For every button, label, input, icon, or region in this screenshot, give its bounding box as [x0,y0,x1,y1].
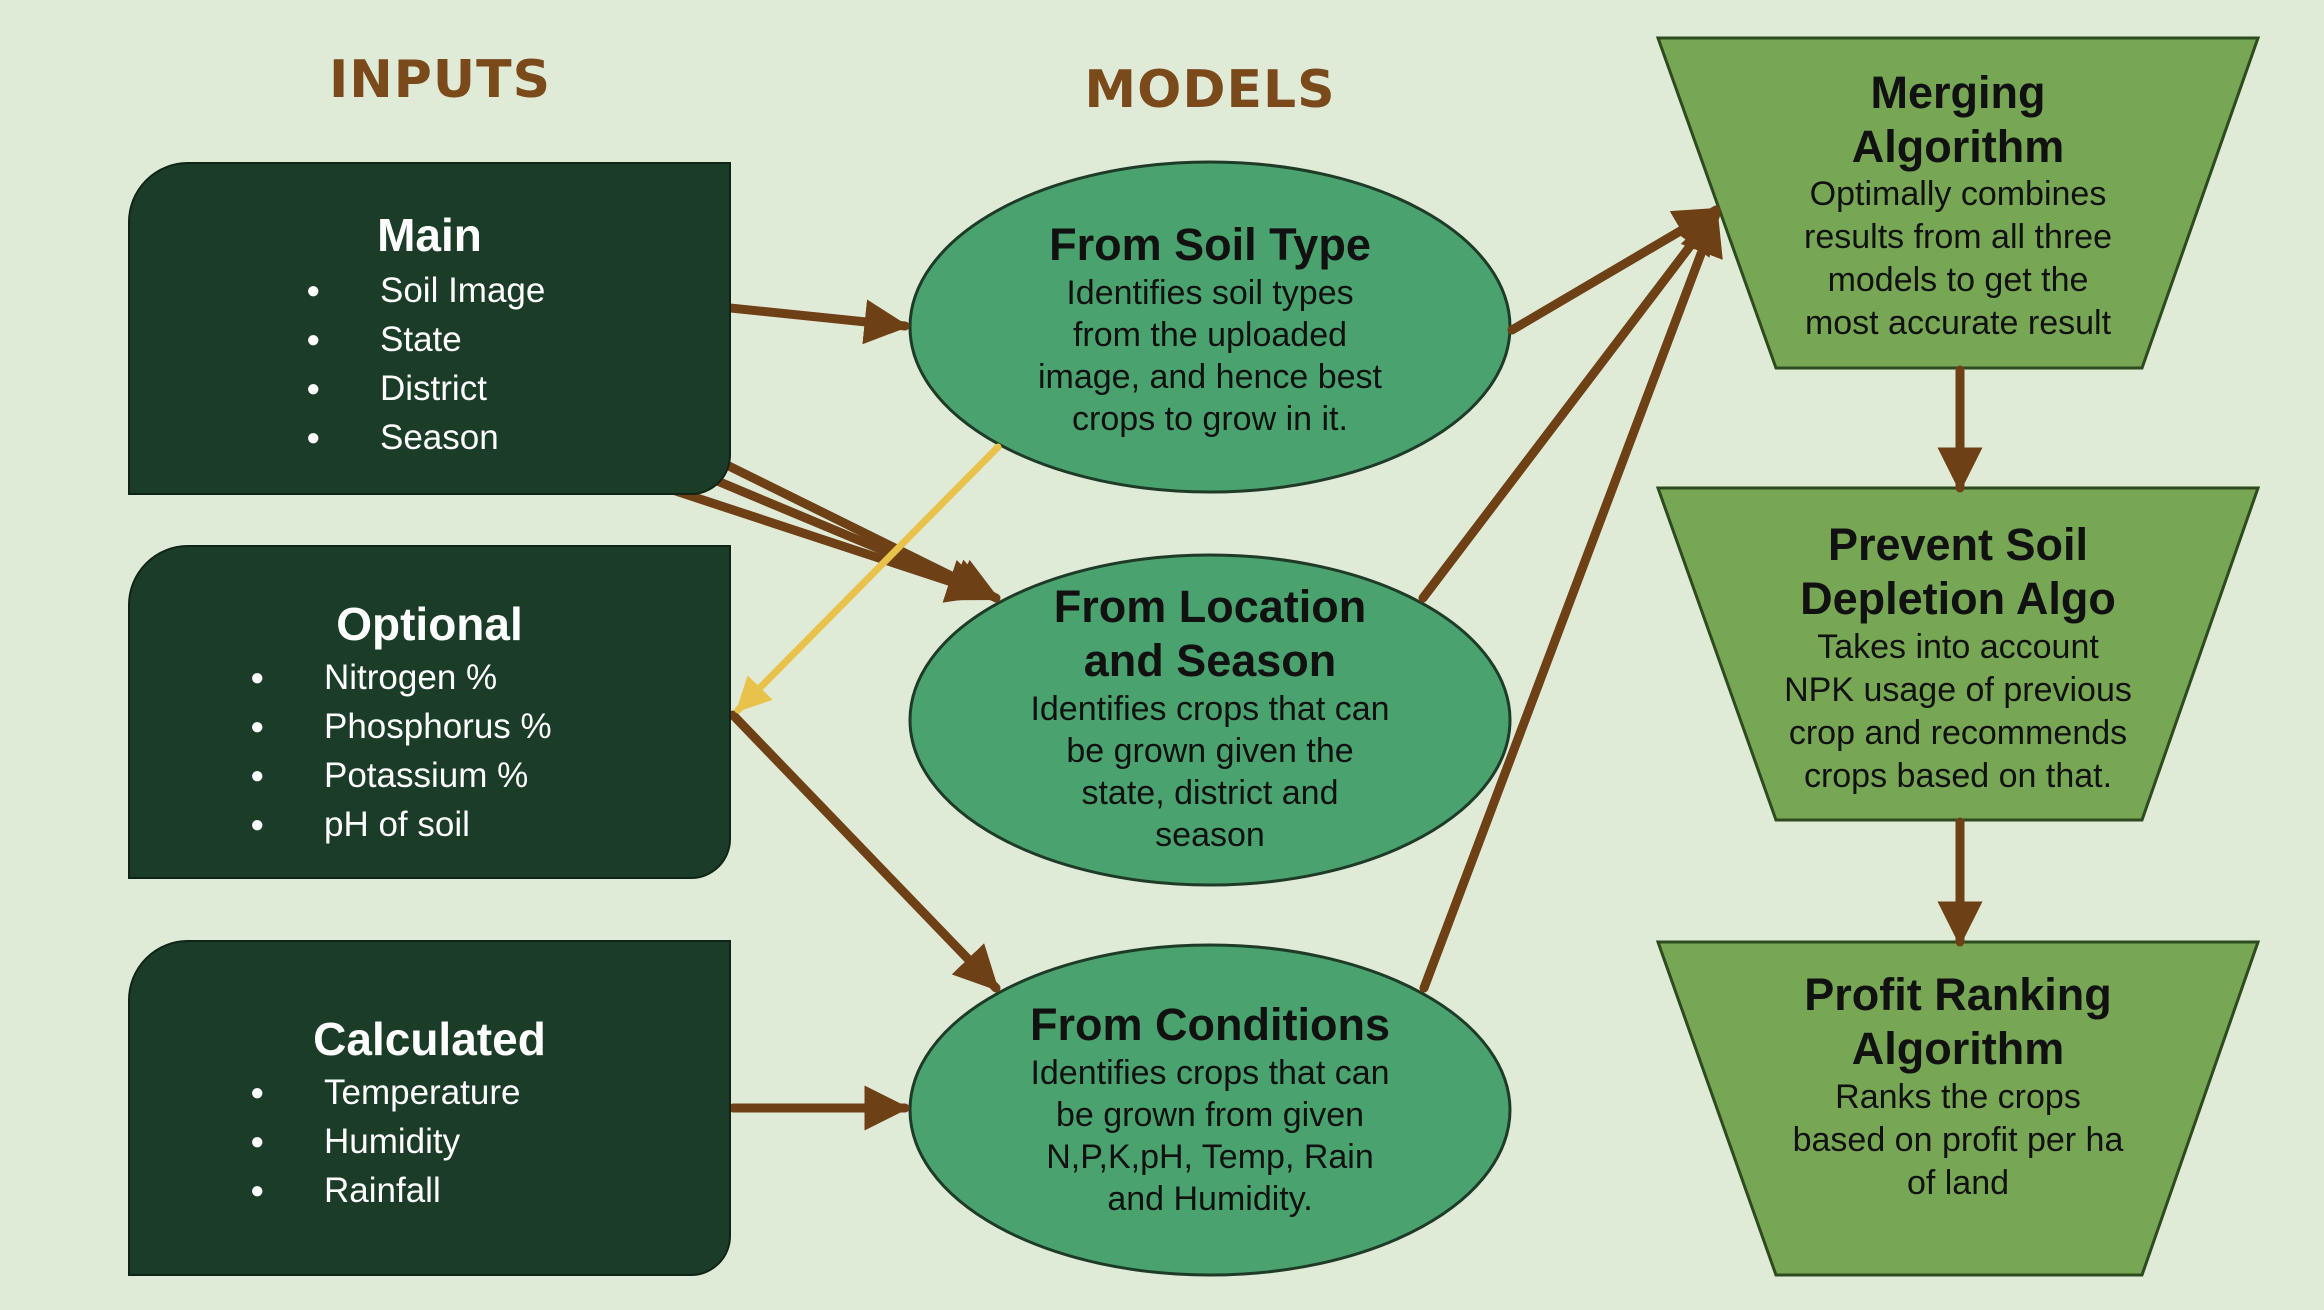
location-model-desc-line: state, district and [1081,774,1339,812]
input-item-soil-image: Soil Image [306,266,545,315]
merging-desc-line: models to get the [1827,261,2089,299]
merging-desc-line: most accurate result [1804,304,2112,342]
arrow-optional-to-conditions-model [728,710,1001,993]
location-model-title-line: From Location [1053,581,1367,632]
conditions-model-desc-line: and Humidity. [1107,1180,1313,1218]
location-model-ellipse [908,553,1512,887]
soil-model-description: Identifies soil types from the uploaded … [960,272,1460,440]
depletion-desc-line: Takes into account [1817,628,2099,666]
input-item-nitrogen: Nitrogen % [250,653,552,702]
input-item-state: State [306,315,545,364]
conditions-model-desc-line: be grown from given [1055,1096,1365,1134]
main-inputs-title: Main [377,209,482,261]
merging-title-line: Merging [1870,67,2046,118]
input-item-potassium: Potassium % [250,751,552,800]
soil-model-desc-line: image, and hence best [1037,358,1383,396]
input-item-humidity: Humidity [250,1117,520,1166]
profit-desc-line: based on profit per ha [1792,1121,2124,1159]
depletion-title-line: Depletion Algo [1800,573,2116,624]
depletion-algorithm-trapezoid [1655,486,2261,822]
merging-algorithm-trapezoid [1655,36,2261,370]
input-item-rainfall: Rainfall [250,1166,520,1215]
optional-inputs-list: Nitrogen % Phosphorus % Potassium % pH o… [250,653,552,849]
input-item-ph: pH of soil [250,800,552,849]
location-model-desc-line: Identifies crops that can [1030,690,1390,728]
profit-title-line: Algorithm [1851,1023,2065,1074]
location-model-title-line: and Season [1083,635,1337,686]
depletion-desc-line: crops based on that. [1803,757,2113,795]
depletion-title-line: Prevent Soil [1827,519,2089,570]
location-model-desc-line: season [1155,816,1265,854]
conditions-model-desc-line: N,P,K,pH, Temp, Rain [1046,1138,1374,1176]
merging-algorithm-description: Optimally combines results from all thre… [1708,173,2208,345]
calculated-inputs-title: Calculated [313,1013,546,1065]
location-model-title: From Location and Season [960,580,1460,688]
depletion-algorithm-title: Prevent Soil Depletion Algo [1708,518,2208,626]
location-model-description: Identifies crops that can be grown given… [960,688,1460,856]
input-item-district: District [306,364,545,413]
conditions-model-desc-line: Identifies crops that can [1030,1054,1390,1092]
profit-algorithm-description: Ranks the crops based on profit per ha o… [1708,1076,2208,1205]
main-inputs-list: Soil Image State District Season [306,266,545,462]
arrow-soil-model-to-optional [734,443,1002,714]
profit-algorithm-trapezoid [1655,940,2261,1277]
profit-desc-line: of land [1906,1164,2010,1202]
profit-title-line: Profit Ranking [1804,969,2112,1020]
merging-desc-line: Optimally combines [1809,175,2107,213]
location-model-desc-line: be grown given the [1066,732,1354,770]
optional-inputs-box: Optional Nitrogen % Phosphorus % Potassi… [128,545,731,879]
profit-algorithm-title: Profit Ranking Algorithm [1708,968,2208,1076]
soil-model-title: From Soil Type [1049,219,1371,270]
soil-model-desc-line: from the uploaded [1072,316,1348,354]
soil-model-desc-line: crops to grow in it. [1072,400,1348,438]
arrow-conditions-model-to-merging [1419,209,1723,993]
depletion-desc-line: crop and recommends [1788,714,2128,752]
optional-inputs-title: Optional [336,598,523,650]
calculated-inputs-list: Temperature Humidity Rainfall [250,1068,520,1215]
input-item-temperature: Temperature [250,1068,520,1117]
conditions-model-ellipse [908,943,1512,1277]
input-item-phosphorus: Phosphorus % [250,702,552,751]
arrow-soil-model-to-merging [1507,205,1721,335]
conditions-model-title: From Conditions [1030,999,1390,1050]
depletion-algorithm-description: Takes into account NPK usage of previous… [1708,626,2208,798]
merging-algorithm-title: Merging Algorithm [1708,66,2208,174]
conditions-model-description: Identifies crops that can be grown from … [960,1052,1460,1220]
input-item-season: Season [306,413,545,462]
calculated-inputs-box: Calculated Temperature Humidity Rainfall [128,940,731,1276]
merging-desc-line: results from all three [1804,218,2112,256]
models-header: MODELS [1084,60,1336,120]
arrow-location-model-to-merging [1418,207,1721,603]
soil-model-desc-line: Identifies soil types [1066,274,1354,312]
merging-title-line: Algorithm [1851,121,2065,172]
depletion-desc-line: NPK usage of previous [1784,671,2132,709]
profit-desc-line: Ranks the crops [1835,1078,2081,1116]
inputs-header: INPUTS [328,50,552,110]
main-inputs-box: Main Soil Image State District Season [128,162,731,495]
